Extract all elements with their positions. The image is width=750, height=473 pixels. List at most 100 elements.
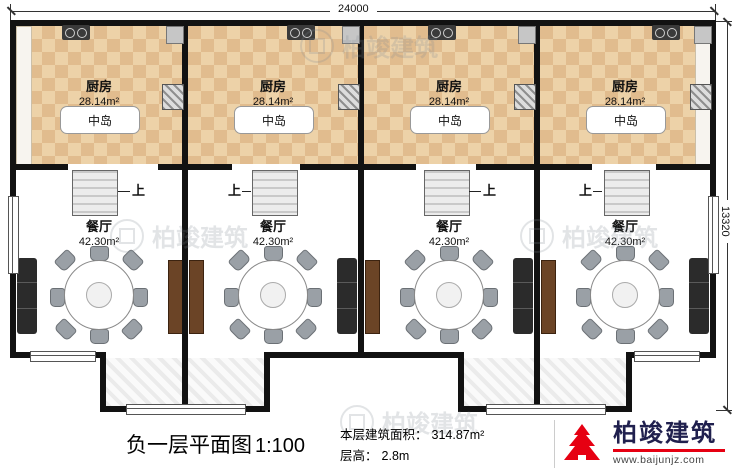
kitchen-name: 厨房 bbox=[259, 79, 286, 94]
dim-extension bbox=[716, 410, 732, 411]
dining-table bbox=[576, 246, 674, 344]
chair bbox=[403, 317, 428, 342]
chair bbox=[470, 248, 495, 273]
watermark: 柏竣建筑 bbox=[300, 28, 438, 63]
dining-name: 餐厅 bbox=[85, 219, 112, 234]
kitchen-island: 中岛 bbox=[234, 106, 314, 134]
sofa bbox=[337, 258, 357, 334]
column-hatch bbox=[690, 84, 712, 110]
chair bbox=[133, 288, 148, 307]
flue-icon bbox=[518, 26, 536, 44]
dining-area: 42.30m² bbox=[428, 236, 470, 248]
dining-area: 42.30m² bbox=[78, 236, 120, 248]
stairs bbox=[604, 170, 650, 216]
chair bbox=[50, 288, 65, 307]
chair bbox=[659, 288, 674, 307]
wall bbox=[182, 20, 188, 412]
floor-height-label: 层高： bbox=[340, 449, 378, 463]
chair bbox=[294, 248, 319, 273]
dining-area: 42.30m² bbox=[604, 236, 646, 248]
wall bbox=[476, 164, 534, 170]
watermark-text: 柏竣建筑 bbox=[562, 225, 658, 252]
window bbox=[708, 196, 719, 274]
kitchen-label: 厨房 28.14m² bbox=[16, 76, 182, 108]
drawing-title: 负一层平面图 1:100 bbox=[126, 429, 305, 459]
kitchen-island: 中岛 bbox=[410, 106, 490, 134]
kitchen-label: 厨房 28.14m² bbox=[188, 76, 358, 108]
brand-block: 柏竣建筑 www.baijunjz.com bbox=[560, 416, 746, 472]
chair bbox=[483, 288, 498, 307]
stairs-direction-line bbox=[593, 183, 602, 192]
dining-table bbox=[50, 246, 148, 344]
column-hatch bbox=[162, 84, 184, 110]
floor-area-line: 本层建筑面积：314.87m² bbox=[340, 425, 484, 446]
wall bbox=[264, 352, 270, 412]
stove-icon bbox=[62, 25, 90, 40]
dining-name: 餐厅 bbox=[435, 219, 462, 234]
wall bbox=[264, 352, 464, 358]
window bbox=[486, 404, 606, 415]
flue-icon bbox=[166, 26, 184, 44]
table-top bbox=[590, 260, 660, 330]
window bbox=[30, 351, 96, 362]
floor-area-value: 314.87m² bbox=[431, 428, 485, 442]
watermark: 柏竣建筑 bbox=[340, 404, 478, 439]
drawing-stats: 本层建筑面积：314.87m² 层高：2.8m bbox=[340, 425, 484, 467]
dining-table bbox=[400, 246, 498, 344]
watermark-text: 柏竣建筑 bbox=[342, 35, 438, 62]
stove-icon bbox=[428, 25, 456, 40]
chair bbox=[294, 317, 319, 342]
sofa bbox=[513, 258, 533, 334]
watermark: 柏竣建筑 bbox=[520, 218, 658, 253]
kitchen-area: 28.14m² bbox=[78, 96, 120, 108]
dining-label: 餐厅 42.30m² bbox=[16, 216, 182, 248]
dim-extension bbox=[10, 4, 11, 20]
stairs-up-label: 上 bbox=[132, 183, 146, 198]
floor-area-label: 本层建筑面积： bbox=[340, 428, 428, 442]
wall bbox=[710, 20, 716, 358]
island-label: 中岛 bbox=[437, 113, 462, 128]
stairs-up-label: 上 bbox=[483, 183, 497, 198]
wall bbox=[10, 20, 16, 358]
table-top bbox=[64, 260, 134, 330]
chair bbox=[53, 317, 78, 342]
dining-name: 餐厅 bbox=[259, 219, 286, 234]
table-center bbox=[612, 282, 638, 308]
island-label: 中岛 bbox=[261, 113, 286, 128]
wall bbox=[300, 164, 358, 170]
watermark-logo-icon bbox=[300, 28, 334, 63]
sunken-yard bbox=[464, 358, 626, 406]
flue-icon bbox=[342, 26, 360, 44]
chair bbox=[90, 329, 109, 344]
watermark-logo-icon bbox=[110, 218, 144, 253]
watermark-logo-icon bbox=[340, 404, 374, 439]
cabinet bbox=[541, 260, 556, 334]
wall bbox=[158, 164, 182, 170]
wall bbox=[458, 352, 464, 412]
wall bbox=[358, 20, 364, 358]
kitchen-name: 厨房 bbox=[85, 79, 112, 94]
brand-website: www.baijunjz.com bbox=[613, 454, 705, 466]
cabinet bbox=[189, 260, 204, 334]
chair bbox=[224, 288, 239, 307]
chair bbox=[646, 317, 671, 342]
cabinet bbox=[365, 260, 380, 334]
dim-extension bbox=[716, 21, 732, 22]
wall bbox=[100, 352, 106, 412]
column-hatch bbox=[338, 84, 360, 110]
chair bbox=[264, 246, 283, 261]
cabinet bbox=[168, 260, 183, 334]
watermark: 柏竣建筑 bbox=[110, 218, 248, 253]
stairs-up-label: 上 bbox=[579, 183, 593, 198]
sofa bbox=[17, 258, 37, 334]
dining-label: 餐厅 42.30m² bbox=[188, 216, 358, 248]
drawing-scale: 1:100 bbox=[255, 435, 306, 457]
dining-label: 餐厅 42.30m² bbox=[364, 216, 534, 248]
chair bbox=[616, 329, 635, 344]
chair bbox=[227, 317, 252, 342]
stairs bbox=[252, 170, 298, 216]
stairs bbox=[424, 170, 470, 216]
watermark-text: 柏竣建筑 bbox=[382, 411, 478, 438]
window bbox=[8, 196, 19, 274]
table-center bbox=[86, 282, 112, 308]
